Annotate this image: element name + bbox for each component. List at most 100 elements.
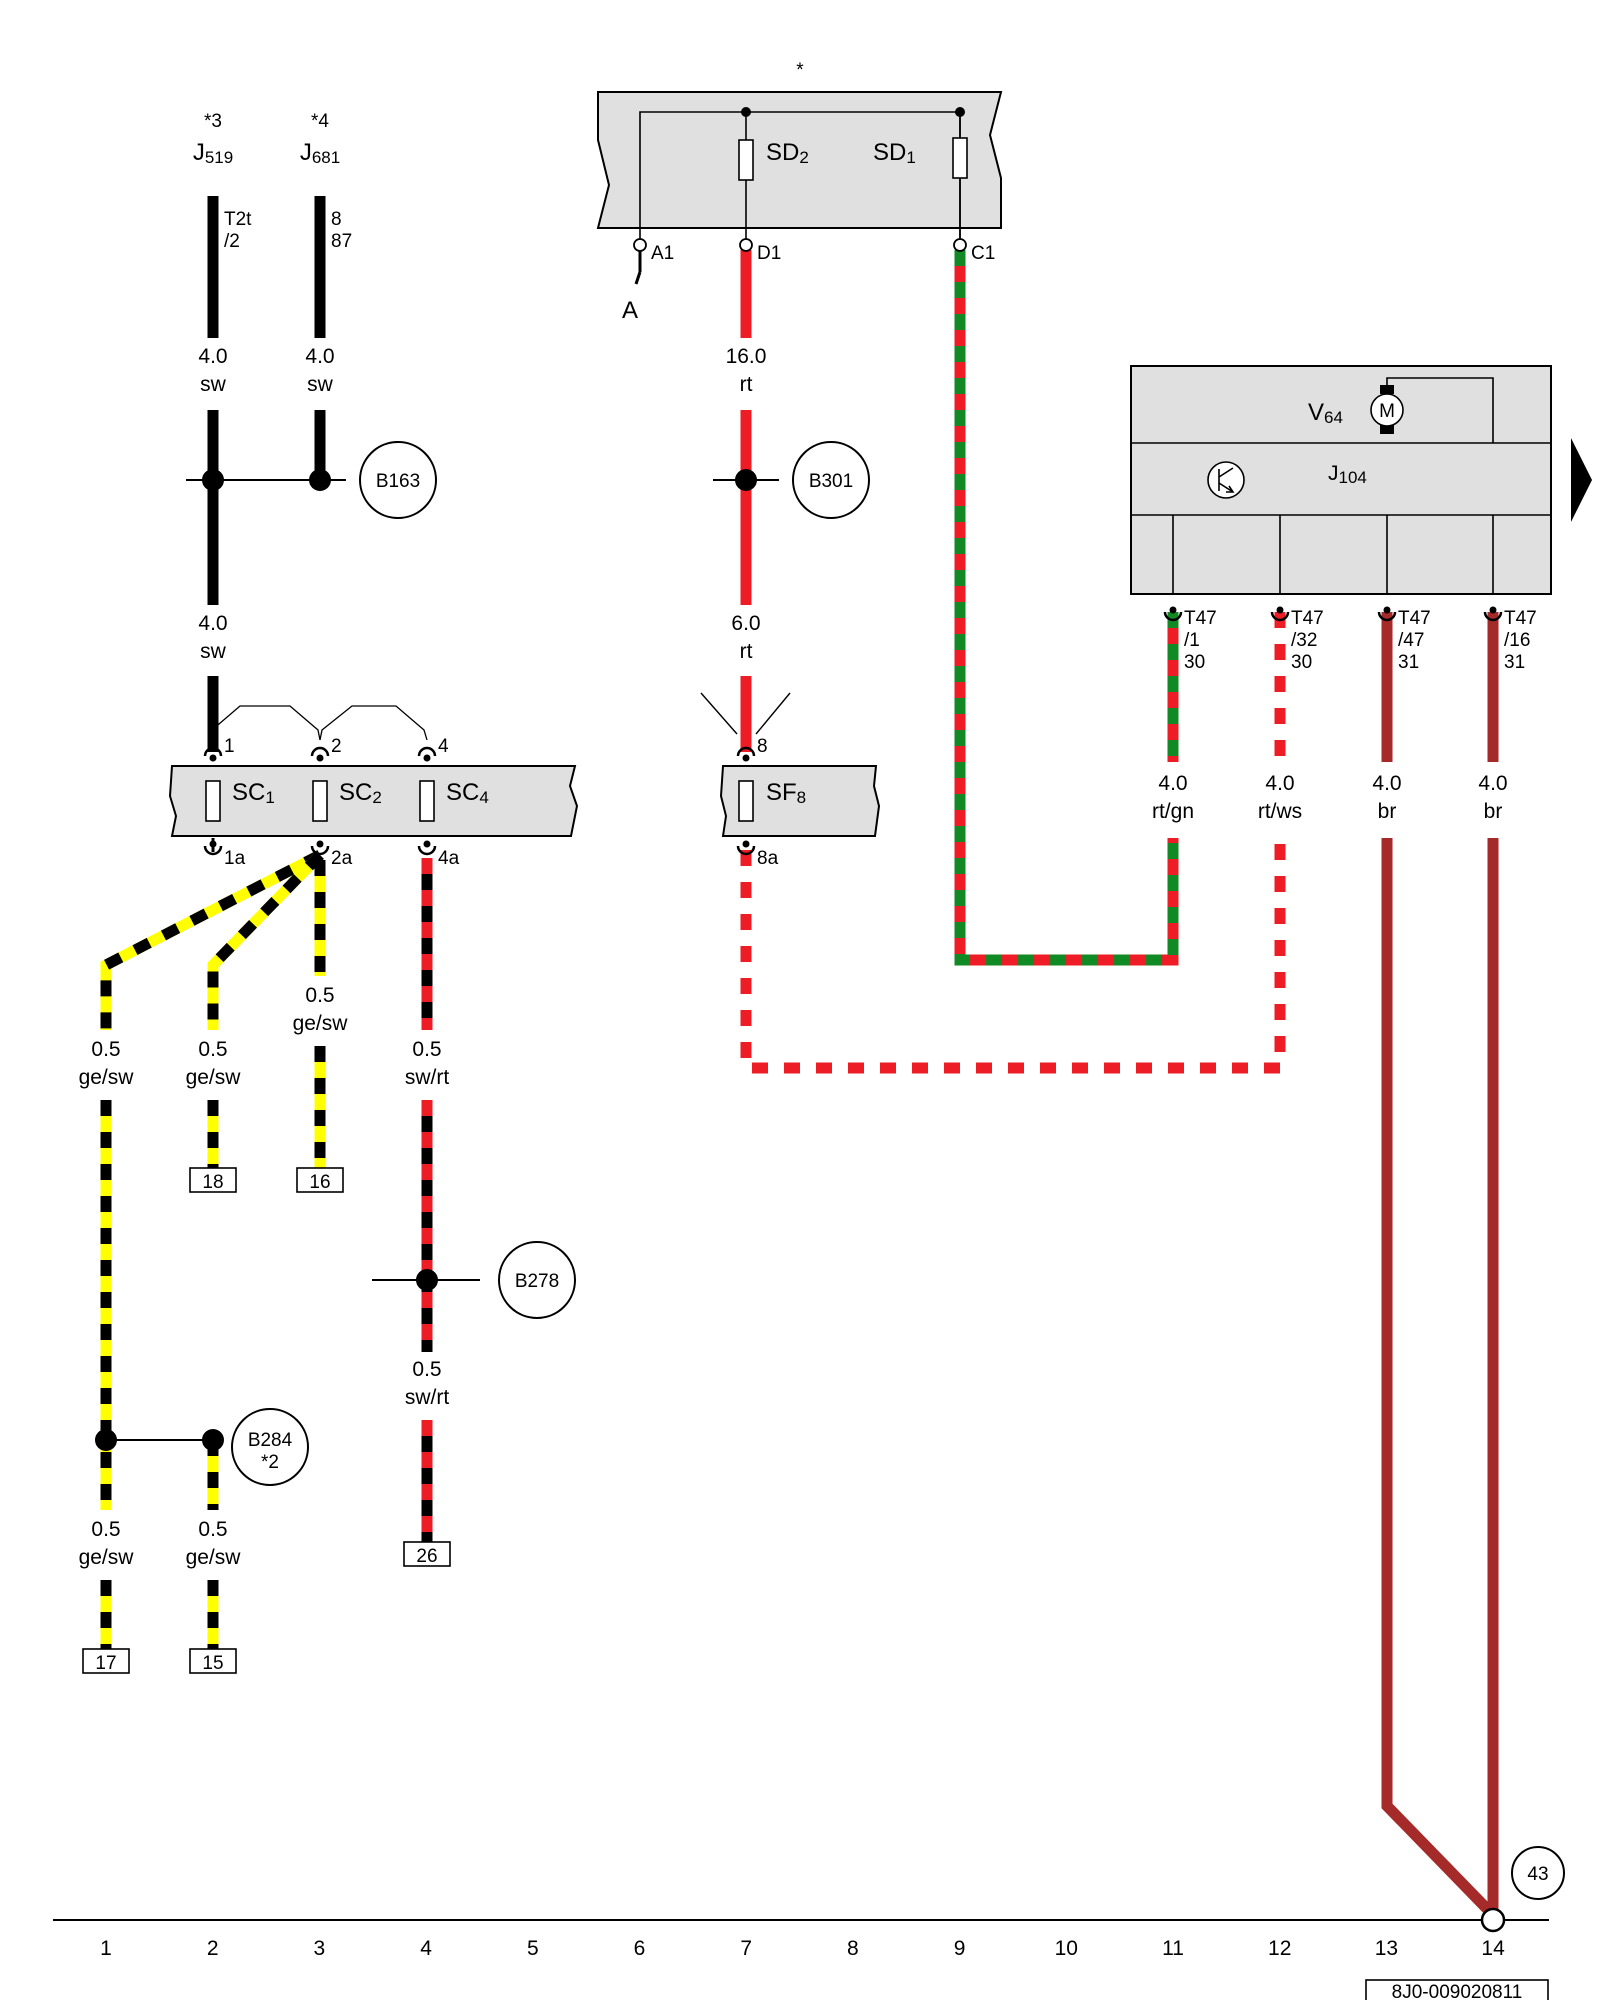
- ref-18: 18: [202, 1172, 223, 1193]
- connector-cup-in: [310, 746, 330, 757]
- label-j104: J104: [1328, 462, 1367, 487]
- pin-sc1-out: 1a: [224, 848, 246, 869]
- label-v64: V64: [1308, 399, 1343, 427]
- connector-cup-out: [417, 845, 437, 856]
- grid-number: 8: [847, 1937, 859, 1960]
- cross-mark: [700, 692, 738, 735]
- splice-node: [202, 1429, 224, 1451]
- splices: [95, 469, 779, 1451]
- grid-number: 3: [314, 1937, 326, 1960]
- label-sc4: SC4: [446, 779, 489, 807]
- connector-cup-t47-pin: [1169, 606, 1177, 614]
- fuse-sc2: [312, 780, 328, 822]
- fuse-sc4: [419, 780, 435, 822]
- pin-sc2-out: 2a: [331, 848, 353, 869]
- wire-c1-rtgn: [954, 250, 1179, 966]
- label-sf8: SF8: [766, 779, 806, 807]
- doc-number-box: [1365, 1979, 1549, 2000]
- wire-sf8-rtws-stripe: [740, 838, 1286, 1074]
- bridge-sc2-sc4: [319, 705, 428, 741]
- motor-label: M: [1379, 401, 1395, 422]
- grid-number: 5: [527, 1937, 539, 1960]
- grid-number: 10: [1055, 1937, 1078, 1960]
- connection-point-b301: [792, 441, 870, 519]
- connection-point-b278: [498, 1241, 576, 1319]
- connector-cup-t47: [1270, 611, 1290, 622]
- connector-cup-t47-pin: [1276, 606, 1284, 614]
- connector-cups: [203, 606, 1503, 856]
- splice-node: [735, 469, 757, 491]
- connector-cup-in-pin: [423, 754, 431, 762]
- ref-box: [403, 1541, 451, 1567]
- connector-cup-out: [736, 845, 756, 856]
- connector-cup-in: [417, 746, 437, 757]
- wire-2a-gesw-mid-stripe: [207, 851, 324, 1030]
- bridge-sc1-sc2: [211, 705, 321, 741]
- connector-cup-in-pin: [316, 754, 324, 762]
- connector-cup-out: [310, 845, 330, 856]
- splice-node: [95, 1429, 117, 1451]
- connection-point-b284: [231, 1408, 309, 1486]
- wire-sf8-rtws: [740, 838, 1286, 1074]
- grid-number: 7: [740, 1937, 752, 1960]
- motor-icon: [1370, 393, 1404, 427]
- note-b284: *2: [261, 1452, 279, 1473]
- fuse-sd2: [738, 139, 754, 181]
- connector-cup-out-pin: [209, 840, 217, 848]
- wire-layer: [100, 196, 1499, 1919]
- connector-cup-t47: [1483, 611, 1503, 622]
- ref-box: [189, 1648, 237, 1674]
- reference-boxes: 18 16 26 17 15: [82, 1167, 451, 1674]
- splice-node: [202, 469, 224, 491]
- terminal-a1: [633, 238, 647, 252]
- connector-cup-t47-pin: [1489, 606, 1497, 614]
- label-b284: B284: [248, 1430, 293, 1451]
- connection-point-circles: B163 B301 B278 B284 *2 43: [231, 441, 1565, 1900]
- connection-point-43: [1511, 1846, 1565, 1900]
- fuse-pin-labels: 1 2 4 8 1a 2a 4a 8a: [224, 736, 779, 869]
- label-b278: B278: [515, 1271, 559, 1292]
- connector-cup-in: [736, 746, 756, 757]
- connection-point-b163: [359, 441, 437, 519]
- fuse-box-sd: SD2 SD1 *: [596, 60, 1003, 250]
- pin-j519: T2t/2: [224, 209, 252, 252]
- module-body: [1130, 365, 1552, 595]
- grid-number: 6: [634, 1937, 646, 1960]
- pin-sc1-in: 1: [224, 736, 235, 757]
- pin-sc2-in: 2: [331, 736, 342, 757]
- fuse-sc1: [205, 780, 221, 822]
- splice-node: [309, 469, 331, 491]
- grid-number: 1: [100, 1937, 112, 1960]
- motor-brush: [1380, 425, 1394, 434]
- wire-2a-gesw-left: [100, 850, 323, 1030]
- motor-brush: [1380, 385, 1394, 394]
- label-a: A: [622, 297, 638, 324]
- pin-sf8-in: 8: [757, 736, 768, 757]
- connector-cup-out-pin: [423, 840, 431, 848]
- sd-terminals: A1 D1 C1 A: [622, 238, 995, 324]
- fuse-box-sc-body: [168, 765, 579, 837]
- label-43: 43: [1527, 1864, 1548, 1885]
- connector-cup-t47-pin: [1383, 606, 1391, 614]
- grid-number: 9: [954, 1937, 966, 1960]
- connector-cup-t47: [1163, 611, 1183, 622]
